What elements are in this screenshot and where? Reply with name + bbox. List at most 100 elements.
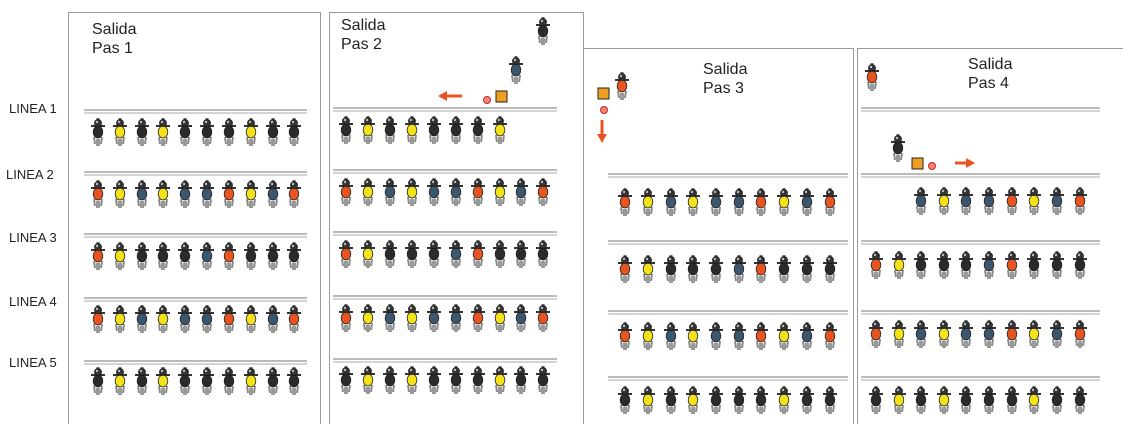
p2-row5-rider-1: [339, 366, 353, 394]
p1-row1-rider-1: [91, 118, 105, 146]
p1-row3-rider-1: [91, 242, 105, 270]
p2-row3-rider-10: [536, 240, 550, 268]
panel-4-start-line-3: [861, 240, 1100, 245]
p3-leaving-rider: [615, 72, 629, 100]
p3-row3-rider-2: [641, 322, 655, 350]
p2-row1-rider-1: [339, 116, 353, 144]
p3-row4-rider-10: [823, 386, 837, 414]
p4-row4-rider-7: [1005, 386, 1019, 414]
p2-row3-rider-9: [514, 240, 528, 268]
p1-row2-rider-1: [91, 180, 105, 208]
p1-row2-rider-9: [266, 180, 280, 208]
p2-row2-rider-5: [427, 178, 441, 206]
p1-row3-rider-9: [266, 242, 280, 270]
p1-row3-rider-8: [244, 242, 258, 270]
p3-row3-rider-3: [664, 322, 678, 350]
p4-row2-rider-5: [959, 251, 973, 279]
p4-row4-rider-6: [982, 386, 996, 414]
panel-1-start-line-4: [84, 297, 307, 302]
p3-row4-rider-9: [800, 386, 814, 414]
p4-row1-rider-7: [1005, 187, 1019, 215]
p2-row3-rider-5: [427, 240, 441, 268]
p4-row2-rider-8: [1027, 251, 1041, 279]
panel-4-start-line-5: [861, 376, 1100, 381]
p4-row4-rider-9: [1050, 386, 1064, 414]
p2-row1-rider-8: [493, 116, 507, 144]
panel-2-start-line-1: [333, 107, 557, 112]
p4-row2-rider-2: [892, 251, 906, 279]
line-1-label: LINEA 1: [9, 101, 57, 116]
p3-row2-rider-8: [777, 255, 791, 283]
p3-row1-rider-5: [709, 188, 723, 216]
p3-row4-rider-2: [641, 386, 655, 414]
p2-row3-rider-4: [405, 240, 419, 268]
p2-row1-rider-2: [361, 116, 375, 144]
p1-row1-rider-8: [244, 118, 258, 146]
p2-row5-rider-4: [405, 366, 419, 394]
panel-2-start-line-4: [333, 295, 557, 300]
p3-row3-rider-7: [754, 322, 768, 350]
p1-row4-rider-2: [113, 305, 127, 333]
p3-row1-rider-2: [641, 188, 655, 216]
p3-row2-rider-10: [823, 255, 837, 283]
p3-row2-rider-2: [641, 255, 655, 283]
p3-row4-rider-3: [664, 386, 678, 414]
p2-row1-rider-4: [405, 116, 419, 144]
p4-row2-rider-3: [914, 251, 928, 279]
p3-row3-rider-8: [777, 322, 791, 350]
p4-row2-rider-10: [1073, 251, 1087, 279]
p2-row3-rider-2: [361, 240, 375, 268]
p3-row4-rider-6: [732, 386, 746, 414]
p2-row2-rider-4: [405, 178, 419, 206]
p4-row3-rider-8: [1027, 320, 1041, 348]
p1-row4-rider-7: [222, 305, 236, 333]
p1-row3-rider-7: [222, 242, 236, 270]
p4-row1-rider-9: [1050, 187, 1064, 215]
p4-row2-rider-1: [869, 251, 883, 279]
p3-row1-rider-8: [777, 188, 791, 216]
p2-row1-rider-3: [383, 116, 397, 144]
p4-row3-rider-7: [1005, 320, 1019, 348]
p2-row3-rider-6: [449, 240, 463, 268]
line-5-label: LINEA 5: [9, 355, 57, 370]
panel-1-start-line-3: [84, 233, 307, 238]
p4-leaving-rider-2: [891, 134, 905, 162]
panel-4-title: Salida Pas 4: [968, 55, 1012, 93]
p4-row1-rider-3: [914, 187, 928, 215]
p4-row3-rider-10: [1073, 320, 1087, 348]
p4-row4-rider-5: [959, 386, 973, 414]
p2-row5-rider-10: [536, 366, 550, 394]
p1-row2-rider-10: [287, 180, 301, 208]
p1-row4-rider-5: [178, 305, 192, 333]
p2-row4-rider-10: [536, 304, 550, 332]
p3-row4-rider-4: [686, 386, 700, 414]
p2-row3-rider-8: [493, 240, 507, 268]
pas2-flag-marker: [495, 90, 508, 103]
p2-row3-rider-7: [471, 240, 485, 268]
p1-row2-rider-4: [156, 180, 170, 208]
p2-row2-rider-3: [383, 178, 397, 206]
panel-2-title-text: Salida: [341, 17, 386, 34]
p3-row1-rider-10: [823, 188, 837, 216]
line-3-label: LINEA 3: [9, 230, 57, 245]
p4-row3-rider-9: [1050, 320, 1064, 348]
p3-row2-rider-4: [686, 255, 700, 283]
p1-row2-rider-7: [222, 180, 236, 208]
panel-3-frame: [583, 48, 854, 424]
panel-1-subtitle: Pas 1: [92, 40, 133, 57]
p2-row1-rider-6: [449, 116, 463, 144]
panel-1-start-line-2: [84, 171, 307, 176]
p3-row2-rider-9: [800, 255, 814, 283]
p1-row1-rider-2: [113, 118, 127, 146]
p4-row1-rider-5: [959, 187, 973, 215]
p3-row4-rider-5: [709, 386, 723, 414]
p4-leaving-rider-1: [865, 63, 879, 91]
p2-row5-rider-2: [361, 366, 375, 394]
p2-row2-rider-9: [514, 178, 528, 206]
p4-row3-rider-4: [937, 320, 951, 348]
p2-row4-rider-7: [471, 304, 485, 332]
line-4-label: LINEA 4: [9, 294, 57, 309]
p2-row4-rider-9: [514, 304, 528, 332]
p4-row1-rider-6: [982, 187, 996, 215]
